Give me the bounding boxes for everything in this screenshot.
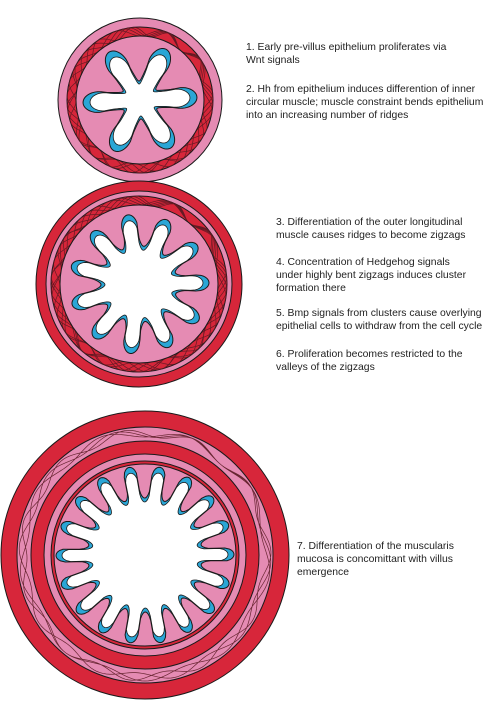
cross-section-stage-2	[35, 180, 243, 388]
note-3: 3. Differentiation of the outer longitud…	[276, 217, 466, 241]
cross-section-stage-1	[57, 17, 223, 183]
cross-section-stage-3	[0, 410, 290, 700]
lumen	[61, 472, 229, 638]
note-1: 1. Early pre-villus epithelium prolifera…	[246, 42, 447, 66]
note-2: 2. Hh from epithelium induces differenti…	[246, 84, 484, 121]
note-5: 5. Bmp signals from clusters cause overl…	[276, 308, 483, 332]
note-7: 7. Differentiation of the muscularis muc…	[297, 541, 454, 578]
note-4: 4. Concentration of Hedgehog signals und…	[276, 257, 467, 294]
note-6: 6. Proliferation becomes restricted to t…	[276, 349, 463, 373]
submucosa-fiber-lines	[18, 429, 272, 682]
muscle-fiber-lines	[18, 429, 272, 682]
lumen	[76, 220, 204, 348]
muscle-fiber-lines	[66, 26, 214, 174]
lumen	[89, 54, 191, 146]
circular-muscle-mesh	[66, 26, 214, 174]
